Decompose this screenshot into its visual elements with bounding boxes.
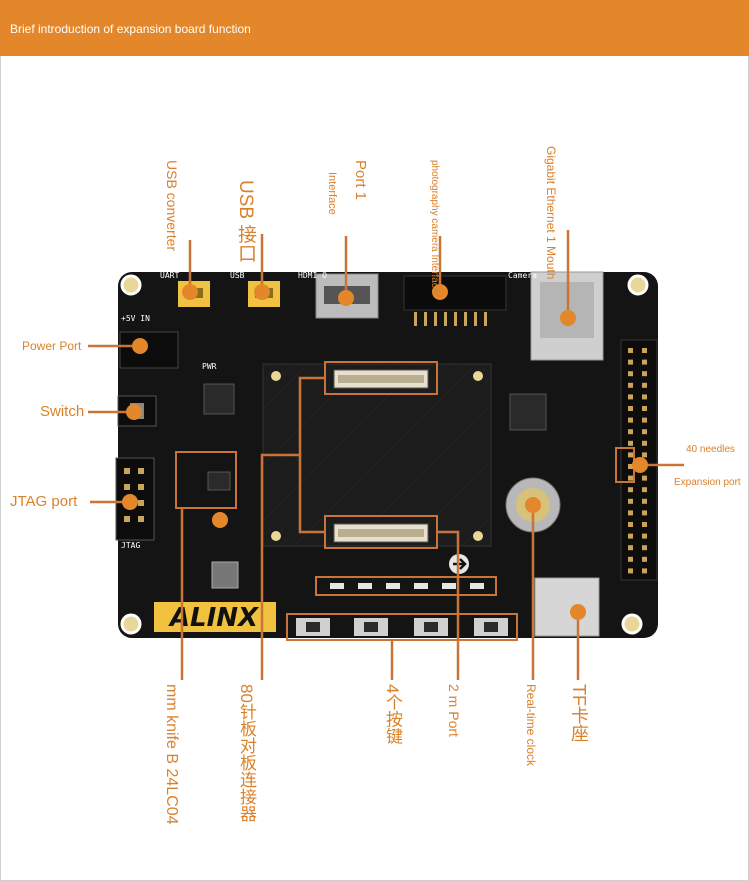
mount-hole [120, 613, 142, 635]
header-pin [628, 440, 633, 446]
silk-camera: Camera [508, 271, 537, 280]
header-pin [628, 452, 633, 458]
label-board-connector: 80针板对板连接器 [237, 684, 256, 822]
label-usb-converter: USB converter [164, 160, 180, 252]
mount-hole [621, 613, 643, 635]
eeprom-chip [207, 471, 231, 491]
silk-hdmi: HDMI O [298, 271, 327, 280]
silk-uart: UART [160, 271, 179, 280]
label-expansion-port: Expansion port [674, 477, 741, 488]
header-pin [628, 475, 633, 481]
header-pin [642, 406, 647, 411]
header-pin [628, 522, 633, 527]
header-pin [642, 382, 647, 388]
label-rtc: Real-time clock [524, 684, 538, 767]
label-interface: Interface [326, 172, 338, 215]
silk-jtag: JTAG [121, 541, 140, 550]
header-pin [628, 556, 633, 562]
mount-hole [627, 274, 649, 296]
header-pin [642, 498, 647, 504]
camera-header [403, 275, 507, 311]
label-usb-jiekou: USB 接口 [235, 180, 256, 263]
header-pin [628, 417, 633, 423]
header-pin [628, 406, 633, 411]
header-pin [628, 510, 633, 516]
header-pin [642, 429, 647, 435]
header-pin [642, 487, 647, 493]
label-mm-knife: mm knife B 24LC04 [163, 684, 180, 825]
header-pin [628, 545, 633, 551]
callout-dots [122, 284, 648, 620]
header-pin [642, 545, 647, 551]
header-pin [628, 371, 633, 377]
tf-card-slot [534, 577, 600, 637]
header-pin [642, 417, 647, 423]
header-pin [628, 382, 633, 388]
callout-box-leds [315, 576, 497, 596]
callout-box-eeprom [175, 451, 237, 509]
inductor [211, 561, 239, 589]
power-jack [119, 331, 179, 369]
header-pin [642, 348, 647, 353]
header-pin [642, 475, 647, 481]
label-switch: Switch [40, 403, 85, 420]
header-pin [642, 440, 647, 446]
header-pin [628, 487, 633, 493]
alinx-logo [154, 602, 276, 632]
header-pin [628, 568, 633, 574]
callout-box-keys [286, 613, 518, 641]
header-pin [642, 556, 647, 562]
label-port1: Port 1 [352, 160, 369, 201]
header-pin [628, 394, 633, 400]
header-pin [642, 394, 647, 400]
header-pin [642, 568, 647, 574]
header-pin [628, 348, 633, 353]
alinx-logo-text: ALINX [168, 603, 260, 633]
header-pin [642, 452, 647, 458]
header-pin [628, 464, 633, 469]
led-row [330, 583, 484, 589]
header-pin [628, 429, 633, 435]
header-pin [628, 498, 633, 504]
header-bar: Brief introduction of expansion board fu… [0, 0, 749, 56]
label-power-port: Power Port [22, 339, 82, 353]
mount-hole [120, 274, 142, 296]
header-pin [642, 371, 647, 377]
header-pin [642, 533, 647, 539]
silk-usb: USB [230, 271, 245, 280]
header-pin [642, 510, 647, 516]
silk-pwr: PWR [202, 362, 217, 371]
silk-power-in: +5V IN [121, 314, 150, 323]
header-pin [628, 533, 633, 539]
label-four-keys: 4个按键 [383, 684, 402, 745]
label-tf-card: TF卡座 [569, 684, 589, 742]
header-title: Brief introduction of expansion board fu… [10, 22, 251, 36]
key-row [296, 618, 508, 636]
usb-uart-chip [203, 383, 235, 415]
header-pin [642, 522, 647, 527]
header-pin [628, 359, 633, 365]
label-gigabit-mouth: Gigabit Ethernet 1 Mouth [544, 146, 558, 280]
label-jtag-port: JTAG port [10, 493, 78, 510]
ethernet-phy-chip [509, 393, 547, 431]
label-led-port: 2 m Port [446, 684, 462, 737]
label-40-needles: 40 needles [686, 444, 735, 455]
label-camera-interface: photography camera Interface [429, 160, 440, 294]
header-pin [642, 359, 647, 365]
